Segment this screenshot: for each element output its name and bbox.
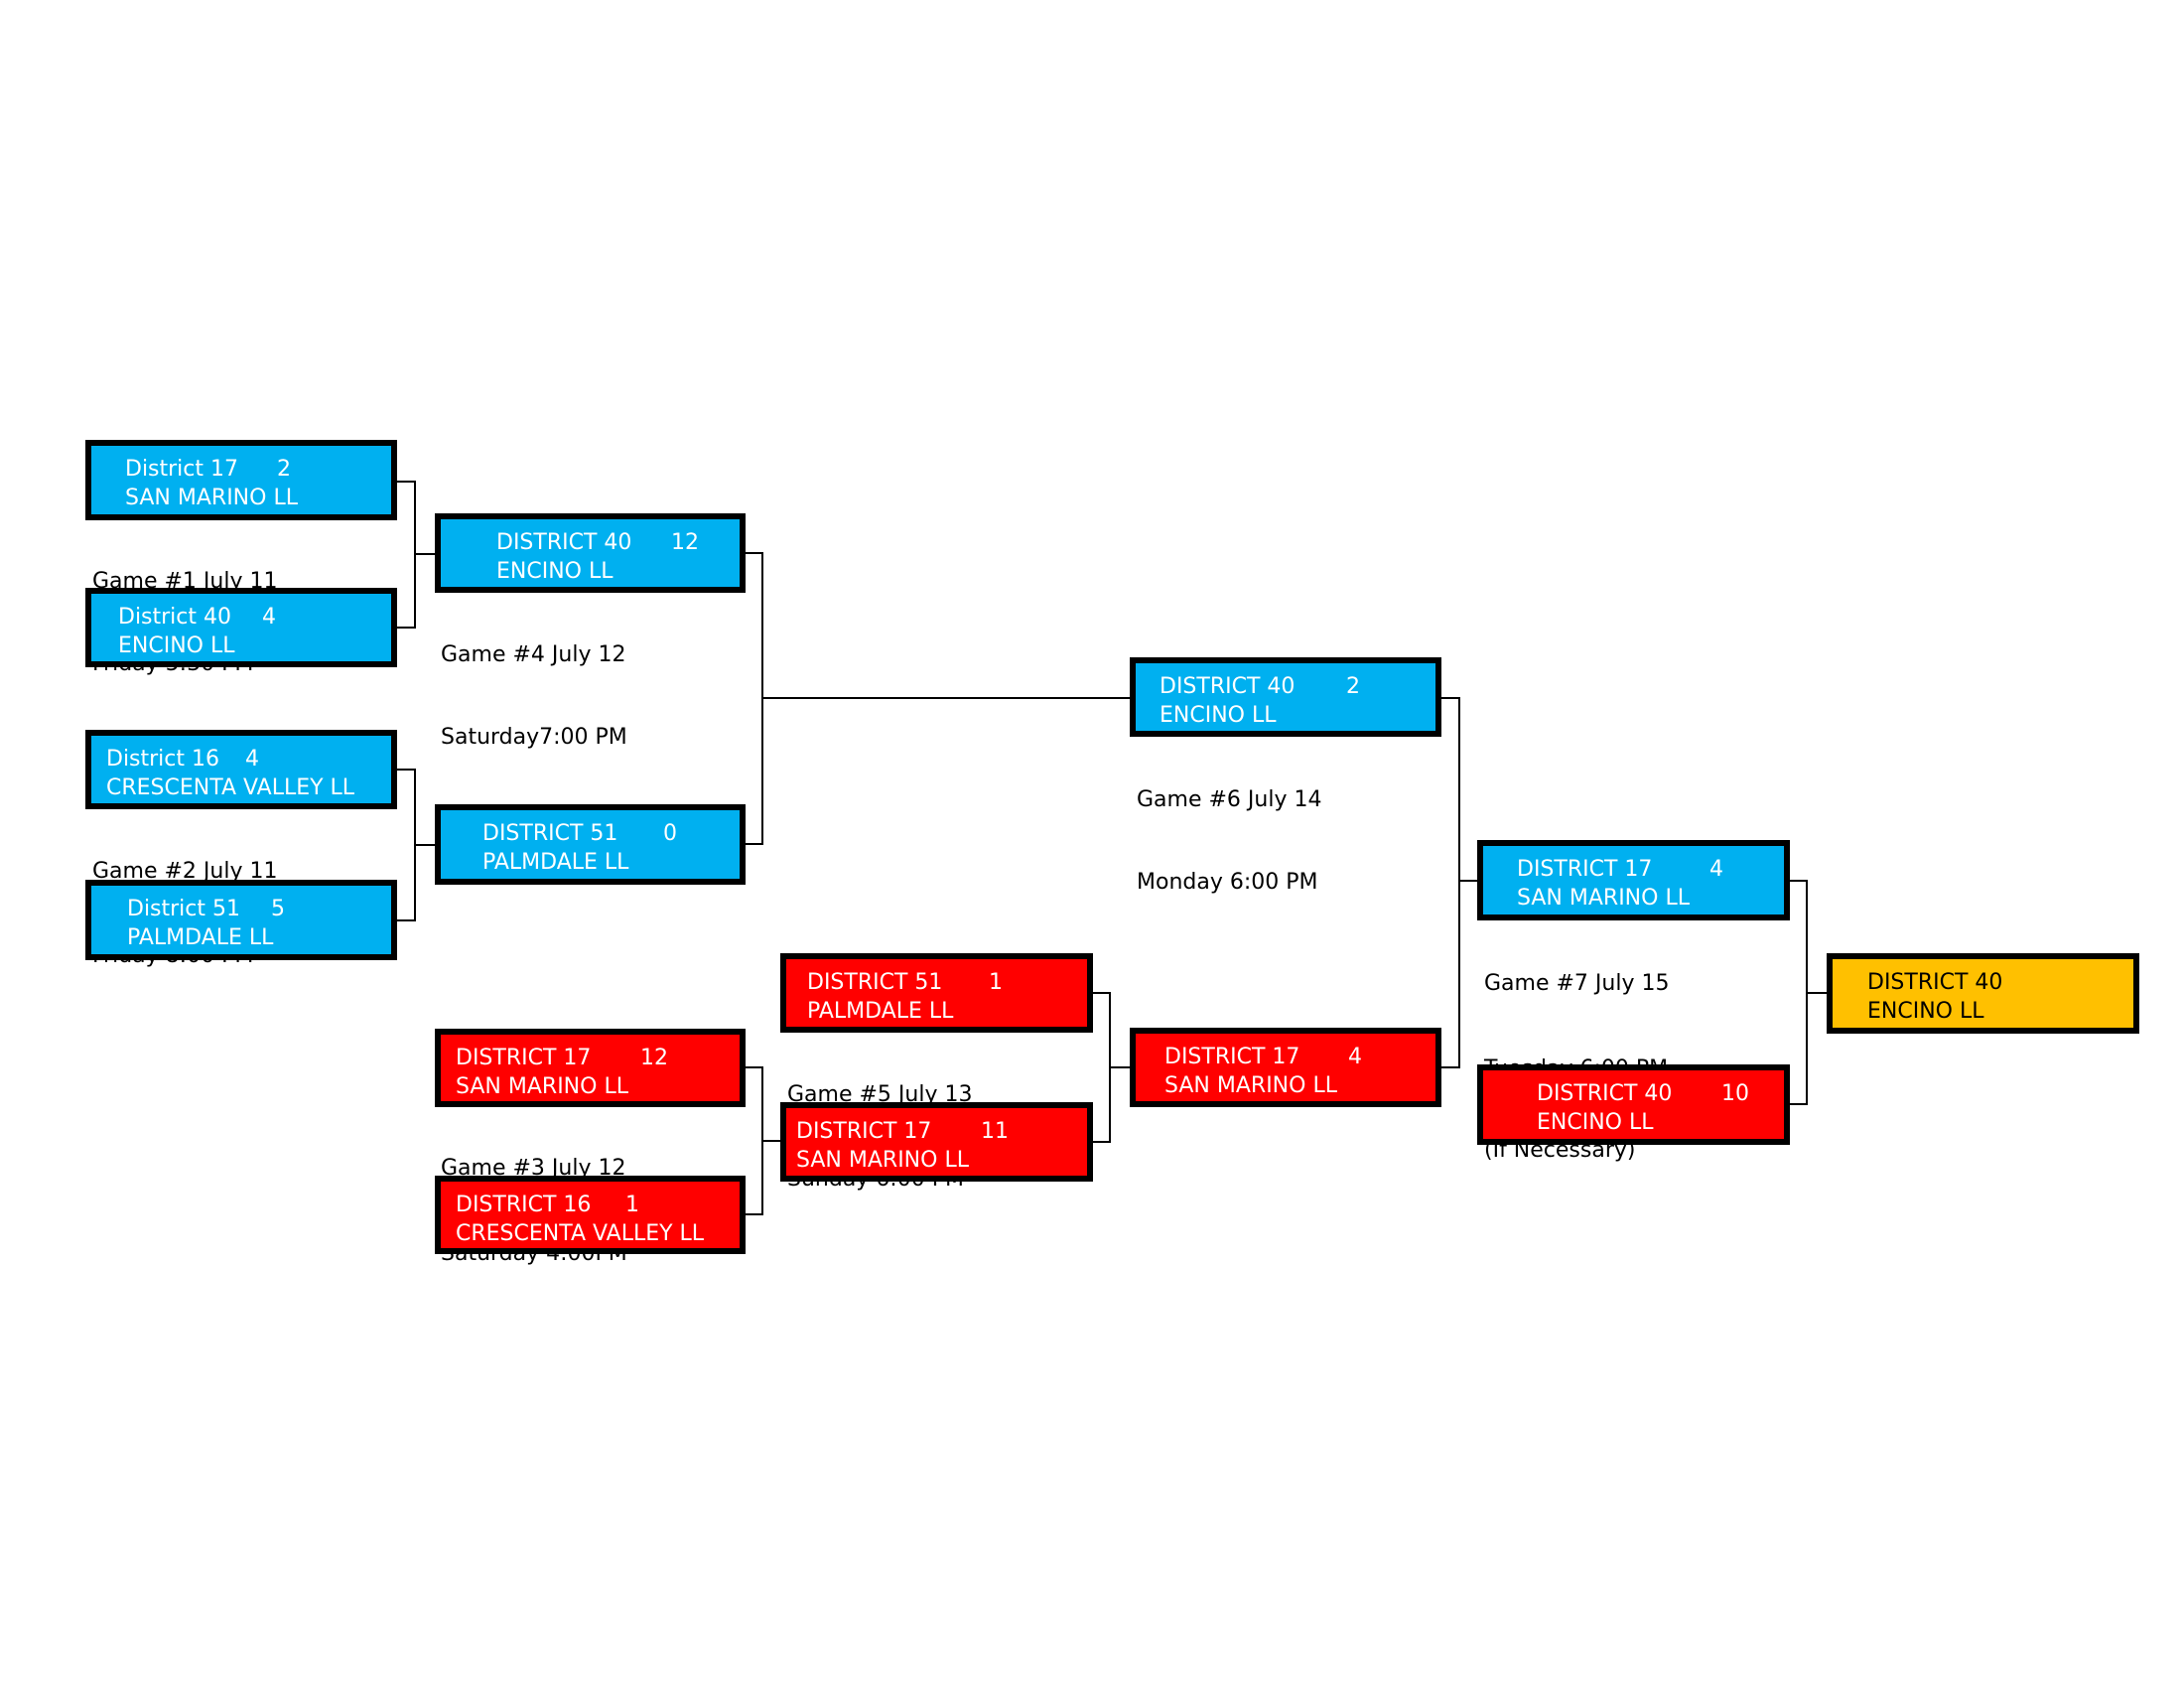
team-score: 12 xyxy=(640,1046,668,1070)
team-name: CRESCENTA VALLEY LL xyxy=(456,1221,705,1246)
team-box-game2-bottom: District 51 5 PALMDALE LL xyxy=(85,880,397,960)
team-box-game4-bottom: DISTRICT 51 0 PALMDALE LL xyxy=(435,804,746,885)
team-district: DISTRICT 51 xyxy=(807,970,943,995)
team-district: District 17 xyxy=(125,457,239,482)
team-district: DISTRICT 51 xyxy=(482,821,618,846)
team-score: 0 xyxy=(663,821,677,846)
team-box-game5-bottom: DISTRICT 17 11 SAN MARINO LL xyxy=(780,1102,1093,1182)
team-district: DISTRICT 17 xyxy=(796,1119,932,1144)
team-name: PALMDALE LL xyxy=(807,999,954,1024)
team-district: DISTRICT 40 xyxy=(1867,970,2003,995)
team-score: 4 xyxy=(262,605,276,630)
game-info-7: Game #7 July 15 Tuesday 6:00 PM (If Nece… xyxy=(1484,924,1669,1187)
game-time: Saturday7:00 PM xyxy=(441,725,627,750)
team-district: DISTRICT 40 xyxy=(1537,1081,1673,1106)
team-score: 1 xyxy=(989,970,1003,995)
game-time: Monday 6:00 PM xyxy=(1137,870,1318,895)
team-score: 12 xyxy=(671,530,699,555)
team-score: 4 xyxy=(1348,1045,1362,1069)
team-score: 2 xyxy=(277,457,291,482)
team-district: DISTRICT 17 xyxy=(1517,857,1653,882)
team-district: DISTRICT 40 xyxy=(496,530,632,555)
team-box-game4-top: DISTRICT 40 12 ENCINO LL xyxy=(435,513,746,593)
team-district: DISTRICT 16 xyxy=(456,1193,592,1217)
team-box-game1-top: District 17 2 SAN MARINO LL xyxy=(85,440,397,520)
team-box-game6-bottom: DISTRICT 17 4 SAN MARINO LL xyxy=(1130,1028,1441,1107)
team-box-game3-top: DISTRICT 17 12 SAN MARINO LL xyxy=(435,1029,746,1107)
team-name: ENCINO LL xyxy=(1537,1110,1654,1135)
team-box-game2-top: District 16 4 CRESCENTA VALLEY LL xyxy=(85,730,397,809)
team-box-game6-top: DISTRICT 40 2 ENCINO LL xyxy=(1130,657,1441,737)
team-name: ENCINO LL xyxy=(496,559,614,584)
team-district: District 51 xyxy=(127,897,241,921)
team-name: ENCINO LL xyxy=(118,633,235,658)
game-info-4: Game #4 July 12 Saturday7:00 PM xyxy=(441,596,627,774)
team-box-game1-bottom: District 40 4 ENCINO LL xyxy=(85,588,397,667)
team-name: PALMDALE LL xyxy=(127,925,274,950)
team-name: SAN MARINO LL xyxy=(125,486,298,510)
team-score: 4 xyxy=(1709,857,1723,882)
team-district: District 16 xyxy=(106,747,220,772)
team-name: SAN MARINO LL xyxy=(456,1074,628,1099)
team-name: ENCINO LL xyxy=(1867,999,1984,1024)
team-name: SAN MARINO LL xyxy=(1517,886,1690,911)
team-box-game3-bottom: DISTRICT 16 1 CRESCENTA VALLEY LL xyxy=(435,1176,746,1254)
team-score: 5 xyxy=(271,897,285,921)
team-district: DISTRICT 17 xyxy=(1164,1045,1300,1069)
game-date: Game #7 July 15 xyxy=(1484,971,1670,996)
team-box-game7-top: DISTRICT 17 4 SAN MARINO LL xyxy=(1477,840,1790,920)
team-name: SAN MARINO LL xyxy=(1164,1073,1337,1098)
game-info-6: Game #6 July 14 Monday 6:00 PM xyxy=(1137,741,1321,918)
team-district: DISTRICT 40 xyxy=(1160,674,1296,699)
champion-box: DISTRICT 40 ENCINO LL xyxy=(1827,953,2139,1034)
game-date: Game #1 July 11 xyxy=(92,569,278,594)
team-score: 10 xyxy=(1721,1081,1749,1106)
team-score: 2 xyxy=(1346,674,1360,699)
team-district: DISTRICT 17 xyxy=(456,1046,592,1070)
team-box-game5-top: DISTRICT 51 1 PALMDALE LL xyxy=(780,953,1093,1033)
game-date: Game #4 July 12 xyxy=(441,642,626,667)
game-date: Game #2 July 11 xyxy=(92,859,278,884)
team-name: CRESCENTA VALLEY LL xyxy=(106,775,355,800)
team-box-game7-bottom: DISTRICT 40 10 ENCINO LL xyxy=(1477,1064,1790,1145)
team-name: ENCINO LL xyxy=(1160,703,1277,728)
team-score: 1 xyxy=(625,1193,639,1217)
team-score: 11 xyxy=(981,1119,1009,1144)
team-district: District 40 xyxy=(118,605,232,630)
team-name: SAN MARINO LL xyxy=(796,1148,969,1173)
game-date: Game #6 July 14 xyxy=(1137,787,1322,812)
team-name: PALMDALE LL xyxy=(482,850,629,875)
team-score: 4 xyxy=(245,747,259,772)
